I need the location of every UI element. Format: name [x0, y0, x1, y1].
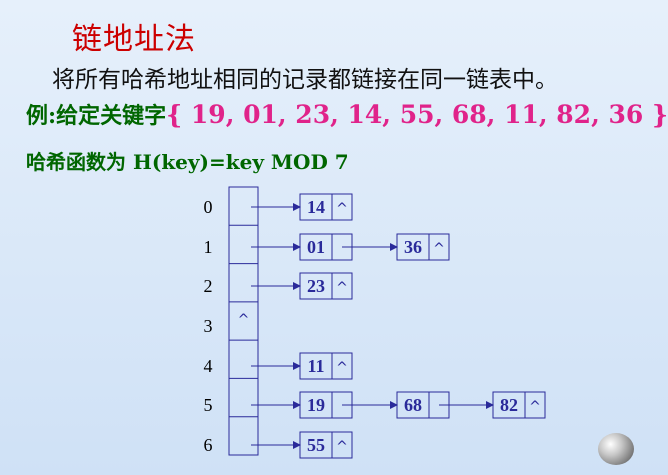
slot-index-2: 2	[204, 276, 213, 296]
node-key: 23	[307, 276, 325, 296]
node-key: 36	[404, 237, 422, 257]
chain-node	[299, 431, 353, 459]
example-keys: { 19, 01, 23, 14, 55, 68, 11, 82, 36 }	[166, 100, 668, 129]
hash-function-text: 哈希函数为 H(key)=key MOD 7	[26, 150, 349, 174]
null-pointer-icon: ^	[433, 241, 445, 257]
slot-index-0: 0	[204, 197, 213, 217]
null-pointer-icon: ^	[336, 201, 348, 217]
null-pointer-icon: ^	[238, 312, 250, 328]
null-pointer-icon: ^	[336, 280, 348, 296]
chain-node	[492, 391, 546, 419]
chain-node	[299, 193, 353, 221]
slot-index-6: 6	[204, 435, 213, 455]
node-key: 82	[500, 395, 518, 415]
slot-index-3: 3	[204, 316, 213, 336]
null-pointer-icon: ^	[336, 360, 348, 376]
slide-title: 链地址法	[72, 22, 196, 57]
node-key: 14	[307, 197, 325, 217]
chain-node	[299, 352, 353, 380]
stone-icon	[598, 433, 634, 465]
node-key: 19	[307, 395, 325, 415]
description-text: 将所有哈希地址相同的记录都链接在同一链表中。	[52, 67, 558, 93]
slot-index-1: 1	[204, 237, 213, 257]
example-line: 例:给定关键字{ 19, 01, 23, 14, 55, 68, 11, 82,…	[26, 98, 668, 130]
node-key: 68	[404, 395, 422, 415]
node-key: 55	[307, 435, 325, 455]
chain-node	[396, 233, 450, 261]
slot-index-4: 4	[204, 356, 213, 376]
node-key: 11	[307, 356, 324, 376]
node-key: 01	[307, 237, 325, 257]
null-pointer-icon: ^	[336, 439, 348, 455]
null-pointer-icon: ^	[529, 399, 541, 415]
chain-node	[299, 272, 353, 300]
hash-table-array	[228, 186, 259, 456]
example-label: 例:给定关键字	[26, 103, 167, 129]
slot-index-5: 5	[204, 395, 213, 415]
